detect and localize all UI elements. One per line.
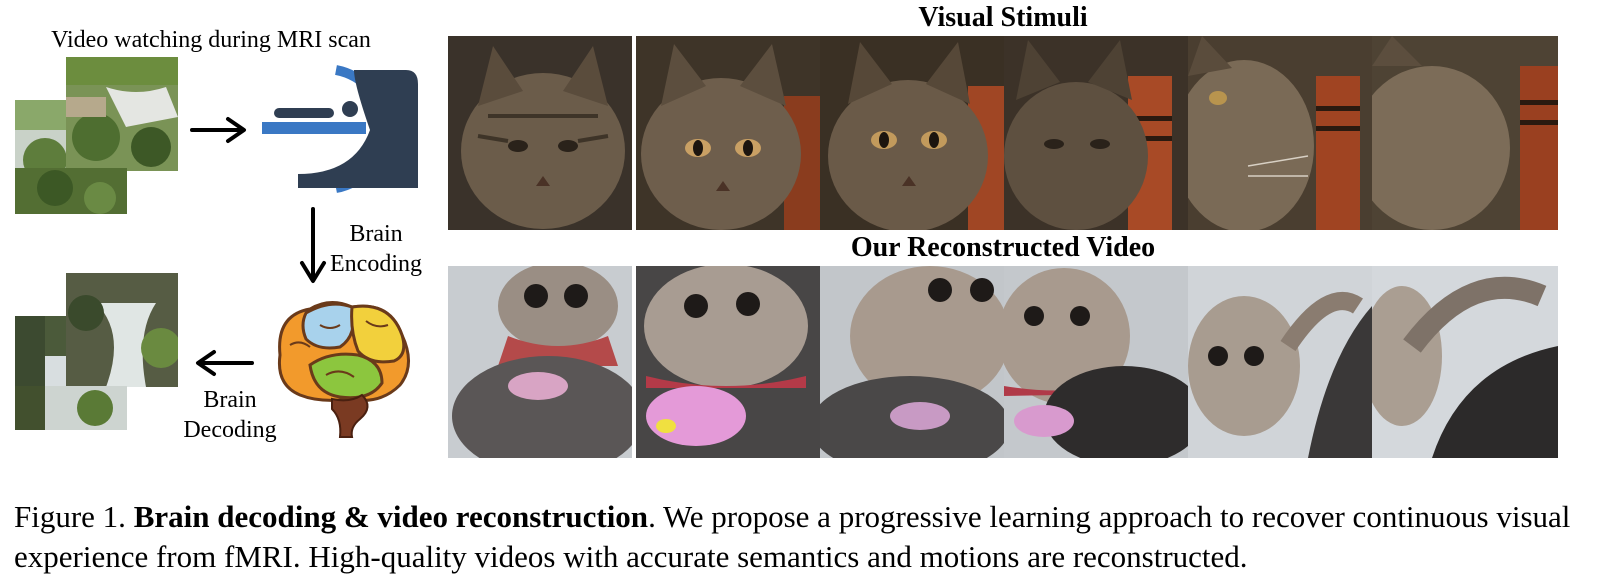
reconstructed-video-title: Our Reconstructed Video (850, 232, 1156, 263)
mri-scanner-icon (262, 65, 418, 193)
output-frame-3 (15, 386, 127, 430)
stimulus-frame-3 (820, 36, 1004, 230)
caption-bold-title: Brain decoding & video reconstruction (133, 499, 649, 534)
caption-body: . We propose a progressive learning appr… (14, 499, 1571, 574)
brain-decoding-label: Brain Decoding (183, 387, 277, 443)
video-watching-label: Video watching during MRI scan (51, 27, 371, 53)
reconstructed-frame-6 (1372, 266, 1558, 458)
reconstructed-frame-1 (448, 266, 632, 458)
caption-prefix: Figure 1. (14, 499, 134, 534)
reconstructed-frame-3 (820, 266, 1004, 458)
stimulus-frame-5 (1188, 36, 1372, 230)
figure-caption: Figure 1. Brain decoding & video reconst… (14, 497, 1604, 577)
stimulus-frame-2 (636, 36, 820, 230)
brain-icon (277, 301, 410, 438)
arrow-down-icon (300, 207, 326, 283)
reconstructed-frame-2 (636, 266, 820, 458)
input-frame-2 (66, 57, 178, 171)
arrow-right-icon (190, 117, 246, 143)
output-frame-2 (66, 273, 178, 387)
reconstructed-frame-4 (1004, 266, 1188, 458)
stimulus-frame-1 (448, 36, 632, 230)
input-frame-3 (15, 168, 127, 214)
arrow-left-icon (196, 350, 254, 376)
brain-encoding-label: Brain Encoding (330, 221, 422, 277)
stimulus-frame-6 (1372, 36, 1558, 230)
reconstructed-frame-5 (1188, 266, 1372, 458)
stimulus-frame-4 (1004, 36, 1188, 230)
visual-stimuli-title: Visual Stimuli (918, 2, 1088, 33)
